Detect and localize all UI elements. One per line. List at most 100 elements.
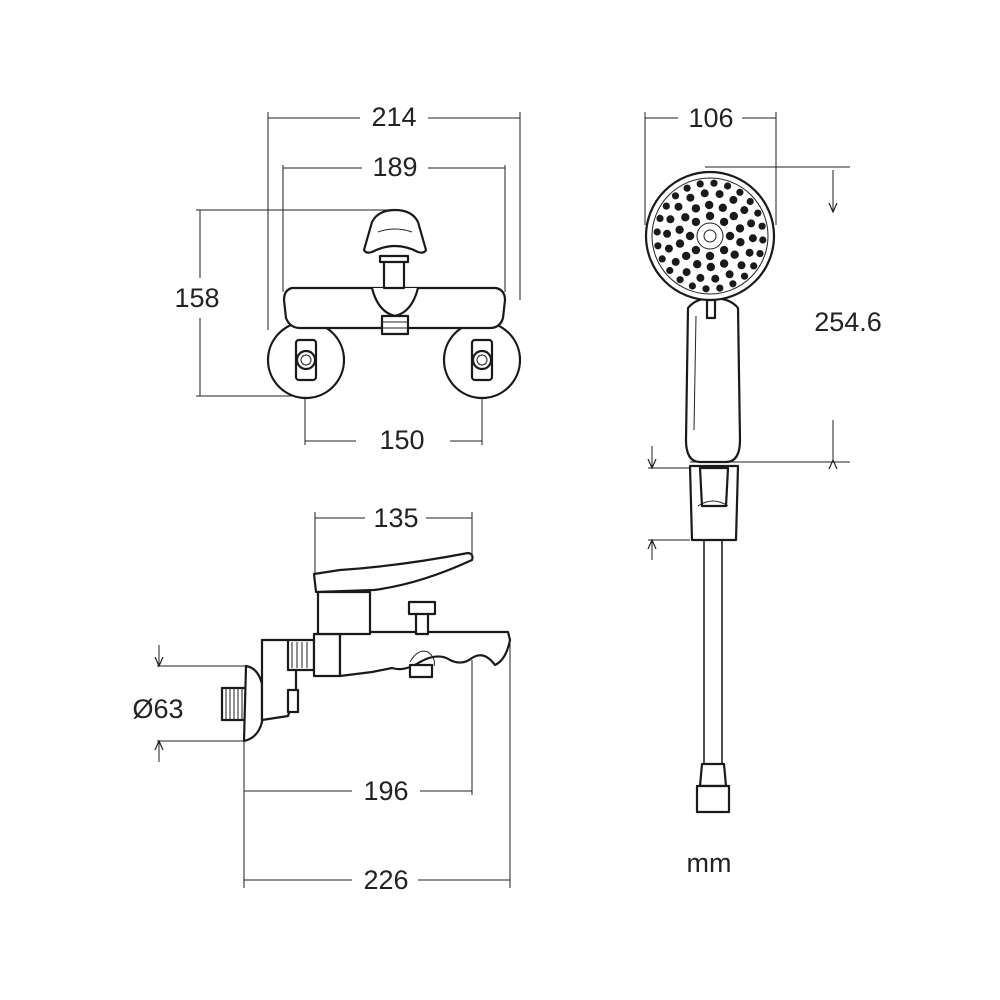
side-wall-flange xyxy=(242,664,264,743)
nozzle-dot xyxy=(758,222,766,230)
nozzle-dot xyxy=(682,251,691,261)
dim-label-106: 106 xyxy=(688,103,733,133)
nozzle-dot xyxy=(706,262,715,272)
front-view: 214 189 158 150 xyxy=(174,102,522,455)
nozzle-dot xyxy=(750,262,758,270)
nozzle-dot xyxy=(696,180,704,188)
dimension-shower-head-width: 106 xyxy=(645,103,776,133)
nozzle-dot xyxy=(653,228,661,236)
side-mixer-body-and-spout xyxy=(312,630,512,679)
nozzle-dot xyxy=(719,245,729,255)
nozzle-dot xyxy=(696,273,705,282)
front-right-connector xyxy=(442,320,522,400)
nozzle-dot xyxy=(658,255,666,263)
nozzle-dot xyxy=(719,217,729,227)
side-view: 135 Ø63 196 226 xyxy=(132,503,512,895)
nozzle-dot xyxy=(736,238,745,247)
nozzle-dot xyxy=(702,285,710,293)
shower-hose xyxy=(695,540,731,814)
nozzle-dot xyxy=(729,211,738,221)
side-cartridge xyxy=(316,590,372,636)
dimension-front-inner-width: 189 xyxy=(283,152,505,182)
nozzle-dot xyxy=(729,195,738,204)
nozzle-dot xyxy=(745,248,754,257)
nozzle-dot xyxy=(710,179,718,187)
dimension-side-lever-length: 135 xyxy=(315,503,472,533)
dim-label-214: 214 xyxy=(371,102,416,132)
nozzle-dot xyxy=(715,190,724,199)
nozzle-dot xyxy=(662,202,670,210)
shower-head xyxy=(644,170,776,302)
side-lever-handle xyxy=(312,551,474,594)
nozzle-dot xyxy=(759,236,767,244)
dimension-shower-length: 254.6 xyxy=(814,170,882,460)
nozzle-dot xyxy=(671,257,680,266)
unit-label: mm xyxy=(687,848,732,878)
dim-label-196: 196 xyxy=(363,776,408,806)
dim-label-150: 150 xyxy=(379,425,424,455)
front-lever-handle xyxy=(362,208,428,254)
nozzle-dot xyxy=(664,244,673,253)
nozzle-dot xyxy=(682,268,691,277)
nozzle-dot xyxy=(675,225,684,234)
shower-handle xyxy=(684,296,742,464)
shower-holder-bracket xyxy=(688,464,740,542)
nozzle-dot xyxy=(683,184,691,192)
nozzle-dot xyxy=(719,259,729,268)
nozzle-dot xyxy=(716,284,724,292)
nozzle-dot xyxy=(736,188,744,196)
side-diverter-knob xyxy=(407,600,437,636)
nozzle-dot xyxy=(730,250,739,259)
nozzle-dot xyxy=(740,272,749,280)
nozzle-dot xyxy=(705,200,714,210)
nozzle-dot xyxy=(746,197,754,206)
nozzle-dot xyxy=(747,219,756,228)
nozzle-dot xyxy=(676,276,684,284)
nozzle-dot xyxy=(691,217,701,227)
dimension-front-inlet-spacing: 150 xyxy=(305,425,482,455)
nozzle-dot xyxy=(686,193,695,202)
front-mixer-body xyxy=(282,286,507,336)
nozzle-dot xyxy=(691,204,701,213)
front-diverter-knob xyxy=(378,254,410,290)
nozzle-dot xyxy=(724,182,732,190)
nozzle-dot xyxy=(705,211,715,221)
dim-label-189: 189 xyxy=(372,152,417,182)
nozzle-dot xyxy=(688,282,697,290)
dim-label-158: 158 xyxy=(174,283,219,313)
nozzle-dot xyxy=(711,274,720,283)
nozzle-dot xyxy=(748,234,757,243)
front-left-connector xyxy=(266,320,346,400)
nozzle-dot xyxy=(718,203,727,212)
dim-label-135: 135 xyxy=(373,503,418,533)
nozzle-dot xyxy=(754,209,762,217)
dimension-front-height: 158 xyxy=(174,210,220,396)
nozzle-dot xyxy=(666,266,674,275)
nozzle-dot xyxy=(756,250,764,258)
nozzle-dot xyxy=(729,280,737,288)
nozzle-dot xyxy=(675,239,685,248)
nozzle-dot xyxy=(740,206,749,215)
dimension-side-spout-projection: 196 xyxy=(244,776,472,806)
nozzle-dot xyxy=(737,261,746,270)
side-eccentric-connector xyxy=(260,638,316,722)
nozzle-dot xyxy=(693,260,702,269)
shower-nozzles xyxy=(653,179,767,293)
nozzle-dot xyxy=(666,215,675,224)
hand-shower-view: 106 254.6 xyxy=(644,103,882,814)
nozzle-dot xyxy=(663,229,672,238)
dim-label-o63: Ø63 xyxy=(132,694,183,724)
dimension-front-total-width: 214 xyxy=(268,102,520,132)
side-threaded-inlet xyxy=(220,686,248,722)
nozzle-dot xyxy=(656,214,664,222)
nozzle-dot xyxy=(691,245,701,255)
dimension-side-flange-diameter: Ø63 xyxy=(132,645,184,762)
dim-label-254-6: 254.6 xyxy=(814,307,882,337)
nozzle-dot xyxy=(671,192,680,200)
dim-label-226: 226 xyxy=(363,865,408,895)
nozzle-dot xyxy=(674,202,683,211)
nozzle-dot xyxy=(654,242,662,250)
nozzle-dot xyxy=(681,213,690,222)
nozzle-dot xyxy=(685,231,695,241)
